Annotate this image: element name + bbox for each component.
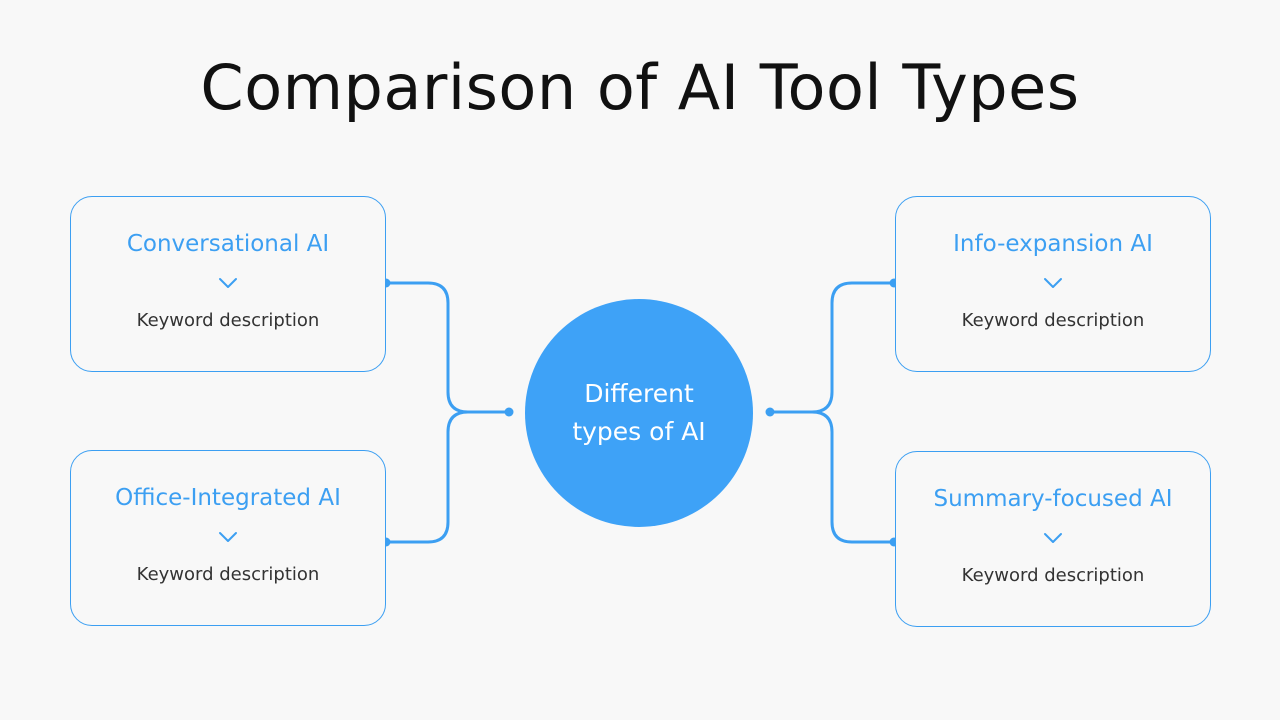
card-title: Summary-focused AI xyxy=(933,486,1173,512)
card-office-integrated-ai: Office-Integrated AI Keyword description xyxy=(70,450,386,626)
chevron-down-icon xyxy=(1044,278,1062,288)
chevron-down-icon xyxy=(1044,533,1062,543)
card-description: Keyword description xyxy=(961,310,1145,331)
connector-dot xyxy=(504,407,514,417)
connector-office xyxy=(384,410,470,544)
card-info-expansion-ai: Info-expansion AI Keyword description xyxy=(895,196,1211,372)
center-hub: Different types of AI xyxy=(525,299,753,527)
card-description: Keyword description xyxy=(961,565,1145,586)
card-description: Keyword description xyxy=(136,310,320,331)
card-description: Keyword description xyxy=(136,564,320,585)
card-conversational-ai: Conversational AI Keyword description xyxy=(70,196,386,372)
chevron-down-icon xyxy=(219,278,237,288)
card-summary-focused-ai: Summary-focused AI Keyword description xyxy=(895,451,1211,627)
card-title: Info-expansion AI xyxy=(953,231,1153,257)
card-title: Conversational AI xyxy=(126,231,330,257)
connector-info-expansion xyxy=(768,281,896,414)
page-title: Comparison of AI Tool Types xyxy=(200,51,1080,124)
connector-conversational xyxy=(384,281,511,414)
connector-dot xyxy=(765,407,775,417)
connector-summary xyxy=(810,410,896,544)
card-title: Office-Integrated AI xyxy=(115,485,341,511)
hub-label: Different types of AI xyxy=(572,379,706,446)
chevron-down-icon xyxy=(219,532,237,542)
